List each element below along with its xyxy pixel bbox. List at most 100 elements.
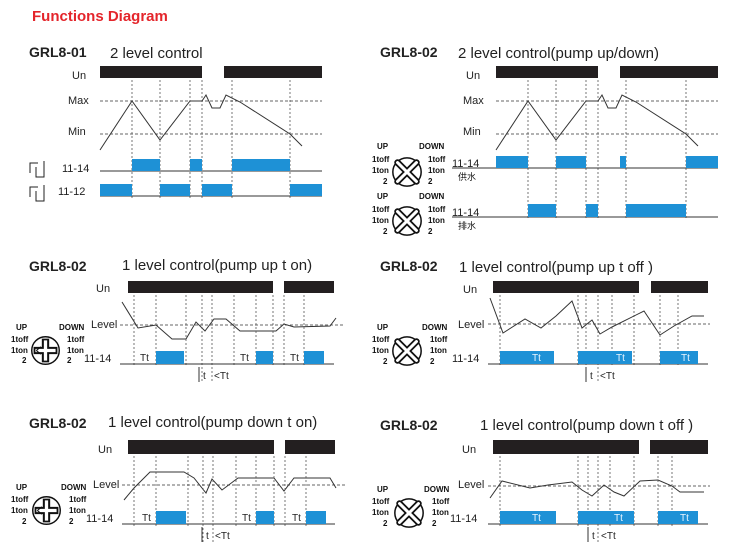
svg-text:DOWN: DOWN [424, 485, 450, 494]
svg-text:2: 2 [383, 519, 388, 528]
supply-bar [100, 66, 202, 78]
delay-tt-label: Tt [290, 353, 299, 364]
relay-pulse [500, 511, 556, 524]
svg-text:1ton: 1ton [432, 508, 449, 517]
timer-knob: UP DOWN 1toff 1ton 2 1toff 1ton 2 [372, 142, 446, 186]
vertical-guides [133, 456, 307, 542]
relay-11-12-label: 11-12 [58, 186, 85, 198]
min-label: Min [463, 126, 481, 138]
interval-t-label: t [203, 371, 206, 382]
relay-pulse [156, 351, 184, 364]
delay-tt-label: Tt [242, 513, 251, 524]
svg-text:UP: UP [377, 142, 389, 151]
delay-tt-label: Tt [142, 513, 151, 524]
un-label: Un [72, 70, 86, 82]
panel-grl8-01: GRL8-01 2 level control Un Max Min 11-14… [29, 44, 322, 202]
relay-pulse [304, 351, 324, 364]
delay-tt-label: Tt [532, 513, 541, 524]
no-contact-icon [29, 185, 45, 202]
supply-bar [496, 66, 598, 78]
supply-bar [128, 281, 273, 293]
max-label: Max [463, 95, 484, 107]
relay-pulse [190, 159, 202, 171]
svg-text:1toff: 1toff [432, 497, 450, 506]
svg-text:UP: UP [16, 483, 28, 492]
delay-tt-label: Tt [532, 353, 541, 364]
model-label: GRL8-02 [380, 44, 438, 60]
relay-label: 11-14 [84, 353, 111, 365]
panel-description: 2 level control(pump up/down) [458, 45, 659, 62]
vertical-guides [499, 456, 673, 542]
relay-supply-label: 11-14 [452, 158, 479, 170]
interval-t-label: t [592, 531, 595, 542]
panel-pump-down-t-off: GRL8-02 1 level control(pump down t off … [372, 417, 710, 542]
delay-tt-label: Tt [140, 353, 149, 364]
level-trace [121, 301, 337, 340]
svg-text:2: 2 [22, 517, 27, 526]
relay-pulse [256, 351, 273, 364]
supply-bar [493, 281, 639, 293]
interval-lt-tt-label: <Tt [214, 371, 229, 382]
relay-pulse [496, 156, 528, 168]
panel-description: 1 level control(pump up t on) [122, 257, 312, 274]
relay-drain-sublabel: 排水 [458, 220, 476, 231]
relay-pulse [686, 156, 718, 168]
level-trace [489, 297, 704, 336]
svg-text:1toff: 1toff [372, 497, 390, 506]
relay-pulse [660, 351, 698, 364]
panel-description: 1 level control(pump up t off ) [459, 259, 653, 276]
relay-pulse [156, 511, 186, 524]
dial-x-icon [393, 337, 421, 365]
delay-tt-label: Tt [616, 353, 625, 364]
svg-text:UP: UP [377, 485, 389, 494]
delay-tt-label: Tt [680, 513, 689, 524]
un-label: Un [466, 70, 480, 82]
svg-text:1toff: 1toff [11, 495, 29, 504]
supply-bar [284, 281, 334, 293]
panel-pump-up-t-on: GRL8-02 1 level control(pump up t on) Un… [11, 257, 345, 382]
panel-grl8-02-up-down: GRL8-02 2 level control(pump up/down) Un… [372, 44, 718, 236]
svg-text:1ton: 1ton [67, 346, 84, 355]
svg-text:1toff: 1toff [430, 335, 448, 344]
svg-text:1ton: 1ton [372, 166, 389, 175]
un-label: Un [462, 444, 476, 456]
relay-pulse [202, 184, 232, 196]
svg-text:2: 2 [69, 517, 74, 526]
svg-text:DOWN: DOWN [61, 483, 87, 492]
interval-t-label: t [590, 371, 593, 382]
svg-text:1ton: 1ton [69, 506, 86, 515]
svg-text:2: 2 [383, 177, 388, 186]
delay-tt-label: Tt [614, 513, 623, 524]
relay-pulse [232, 159, 290, 171]
panel-description: 1 level control(pump down t off ) [480, 417, 693, 434]
dial-x-icon [393, 158, 421, 186]
panel-description: 2 level control [110, 45, 203, 62]
svg-text:1toff: 1toff [372, 335, 390, 344]
svg-text:1toff: 1toff [372, 205, 390, 214]
svg-text:UP: UP [377, 323, 389, 332]
vertical-guides [131, 80, 291, 198]
svg-text:1ton: 1ton [372, 346, 389, 355]
vertical-guides [527, 80, 687, 218]
timer-knob: UP DOWN 1toff 1ton 2 1toff 1ton 2 [372, 485, 450, 528]
relay-pulse [620, 156, 626, 168]
panel-description: 1 level control(pump down t on) [108, 414, 317, 431]
relay-pulse [100, 184, 132, 196]
level-trace [489, 479, 704, 499]
relay-supply-sublabel: 供水 [458, 171, 476, 182]
supply-bar [651, 281, 708, 293]
relay-pulse [160, 184, 190, 196]
level-trace [495, 93, 699, 151]
relay-label: 11-14 [86, 513, 113, 525]
relay-pulse [306, 511, 326, 524]
dial-x-icon [393, 207, 421, 235]
un-label: Un [463, 284, 477, 296]
model-label: GRL8-01 [29, 44, 87, 60]
relay-pulse [256, 511, 274, 524]
dial-plus-icon [33, 497, 61, 525]
svg-text:1ton: 1ton [11, 346, 28, 355]
supply-bar [493, 440, 639, 454]
svg-text:DOWN: DOWN [59, 323, 85, 332]
dial-plus-icon [32, 337, 60, 365]
level-label: Level [91, 319, 117, 331]
